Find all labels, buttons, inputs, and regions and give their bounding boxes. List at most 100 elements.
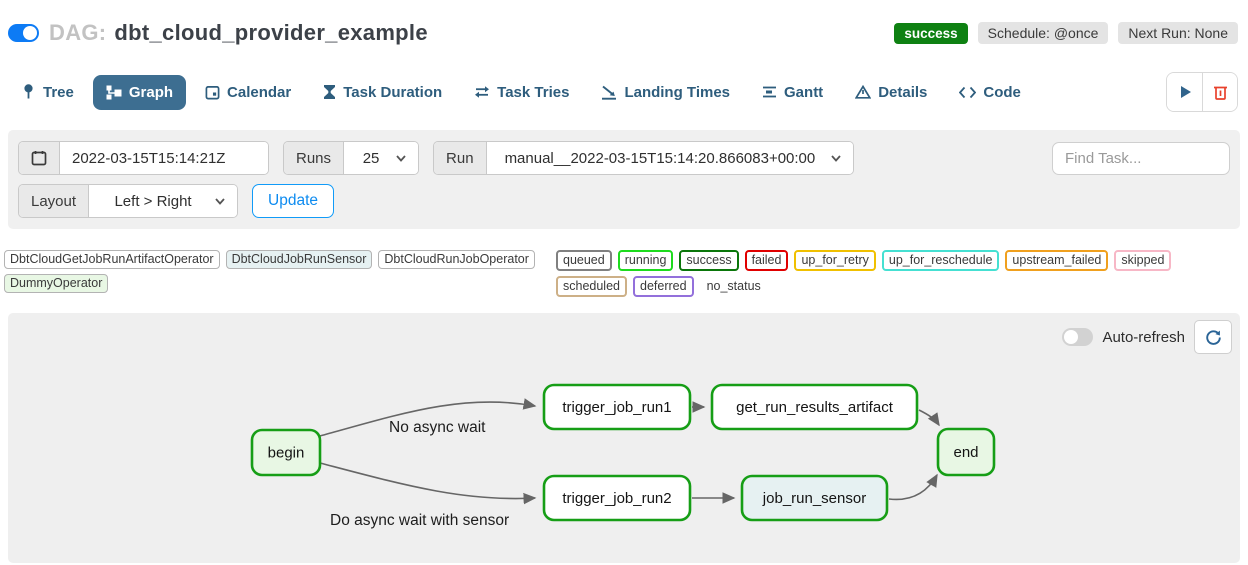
dag-action-group [1166, 72, 1238, 112]
hourglass-icon [323, 84, 336, 100]
tab-bar: Tree Graph Calendar Task Duration Task Tries… [0, 72, 1248, 112]
tab-graph[interactable]: Graph [92, 74, 187, 110]
base-date-input[interactable]: 2022-03-15T15:14:21Z [60, 142, 268, 174]
tab-code[interactable]: Code [946, 75, 1034, 110]
auto-refresh-toggle[interactable] [1062, 328, 1094, 346]
tabs: Tree Graph Calendar Task Duration Task Tries… [8, 74, 1034, 110]
node-label: trigger_job_run1 [562, 399, 671, 416]
refresh-button[interactable] [1194, 320, 1232, 354]
tab-label: Tree [43, 83, 74, 101]
edge-label: Do async wait with sensor [330, 512, 509, 529]
runs-group: Runs 25 [283, 141, 420, 175]
node-label: end [953, 444, 978, 461]
calendar-icon [31, 151, 47, 166]
node-label: begin [268, 445, 305, 462]
update-button[interactable]: Update [252, 184, 335, 218]
tab-details[interactable]: Details [842, 75, 940, 110]
tab-calendar[interactable]: Calendar [192, 75, 304, 110]
trash-icon [1213, 86, 1227, 100]
tab-label: Landing Times [624, 83, 731, 101]
auto-refresh-label: Auto-refresh [1102, 328, 1185, 346]
tab-task-tries[interactable]: Task Tries [461, 75, 582, 110]
tab-label: Calendar [227, 83, 292, 101]
repeat-icon [474, 85, 490, 99]
operator-badge: DbtCloudJobRunSensor [225, 250, 373, 269]
node-label: trigger_job_run2 [562, 490, 671, 507]
schedule-badge: Schedule: @once [977, 22, 1109, 44]
operator-legend: DbtCloudGetJobRunArtifactOperator DbtClou… [4, 250, 554, 293]
play-icon [1180, 86, 1191, 98]
node-label: job_run_sensor [762, 490, 866, 507]
tab-label: Gantt [784, 83, 824, 101]
run-group: Run manual__2022-03-15T15:14:20.866083+0… [433, 141, 855, 175]
tab-landing-times[interactable]: Landing Times [588, 75, 743, 110]
status-badge: success [894, 22, 968, 44]
node-box [740, 474, 889, 522]
runs-value: 25 [362, 149, 380, 167]
next-run-badge: Next Run: None [1118, 22, 1238, 44]
operator-badge: DbtCloudRunJobOperator [378, 250, 535, 269]
tab-task-duration[interactable]: Task Duration [310, 75, 455, 110]
layout-select[interactable]: Left > Right [89, 185, 238, 217]
node-label: get_run_results_artifact [736, 399, 894, 416]
run-select[interactable]: manual__2022-03-15T15:14:20.866083+00:00 [486, 142, 854, 174]
trigger-dag-button[interactable] [1167, 73, 1202, 111]
status-badge-deferred: deferred [633, 276, 694, 297]
toggle-knob [1064, 330, 1079, 344]
toggle-knob [23, 26, 37, 40]
tab-gantt[interactable]: Gantt [749, 75, 836, 110]
gantt-icon [762, 85, 777, 99]
tab-tree[interactable]: Tree [8, 75, 87, 110]
dag-pause-toggle[interactable] [8, 24, 39, 42]
tab-label: Task Tries [497, 83, 570, 101]
delete-dag-button[interactable] [1202, 73, 1237, 111]
graph-node-end[interactable]: end [936, 427, 996, 477]
tree-icon [21, 84, 36, 100]
status-badge-queued: queued [556, 250, 612, 271]
graph-node-trigger_job_run1[interactable]: trigger_job_run1 [542, 383, 692, 431]
status-badge-no_status: no_status [699, 276, 768, 297]
status-badge-success: success [679, 250, 739, 271]
node-box [542, 474, 692, 522]
tab-label: Details [878, 83, 928, 101]
refresh-icon [1205, 329, 1221, 345]
status-badge-skipped: skipped [1114, 250, 1172, 271]
dag-label: DAG: [49, 20, 107, 45]
dag-header: DAG: dbt_cloud_provider_example success … [0, 0, 1248, 50]
graph-canvas: No async wait Do async wait with sensor b… [8, 313, 1240, 563]
dag-graph: No async wait Do async wait with sensor b… [250, 383, 996, 529]
runs-select[interactable]: 25 [344, 142, 419, 174]
calendar-addon[interactable] [19, 142, 60, 174]
graph-node-begin[interactable]: begin [250, 428, 322, 477]
status-badge-failed: failed [744, 250, 789, 271]
chevron-down-icon [396, 154, 406, 162]
edge-label: No async wait [389, 419, 486, 436]
layout-value: Left > Right [114, 192, 192, 210]
layout-group: Layout Left > Right [18, 184, 239, 218]
graph-node-trigger_job_run2[interactable]: trigger_job_run2 [542, 474, 692, 522]
runs-label: Runs [284, 142, 345, 174]
status-badge-scheduled: scheduled [556, 276, 627, 297]
find-task-input[interactable] [1052, 141, 1230, 175]
landing-icon [601, 85, 617, 100]
operator-badge: DummyOperator [4, 274, 109, 293]
details-icon [855, 85, 872, 99]
edge-job_run_sensor-to-end [888, 473, 938, 501]
code-icon [959, 86, 977, 99]
dag-title: dbt_cloud_provider_example [114, 20, 428, 45]
edge-get_run_results_artifact-to-end [918, 409, 940, 427]
tab-label: Task Duration [343, 83, 443, 101]
node-box [710, 383, 919, 431]
chevron-down-icon [215, 197, 225, 205]
operator-badge: DbtCloudGetJobRunArtifactOperator [4, 250, 220, 269]
layout-label: Layout [19, 185, 90, 217]
tab-label: Graph [128, 83, 174, 101]
graph-node-job_run_sensor[interactable]: job_run_sensor [740, 474, 889, 522]
chevron-down-icon [831, 154, 841, 162]
graph-node-get_run_results_artifact[interactable]: get_run_results_artifact [710, 383, 919, 431]
run-label: Run [434, 142, 487, 174]
filter-bar: 2022-03-15T15:14:21Z Runs 25 Run manual_… [8, 130, 1240, 229]
node-box [542, 383, 692, 431]
edge-begin-to-trigger_job_run2 [319, 462, 537, 505]
